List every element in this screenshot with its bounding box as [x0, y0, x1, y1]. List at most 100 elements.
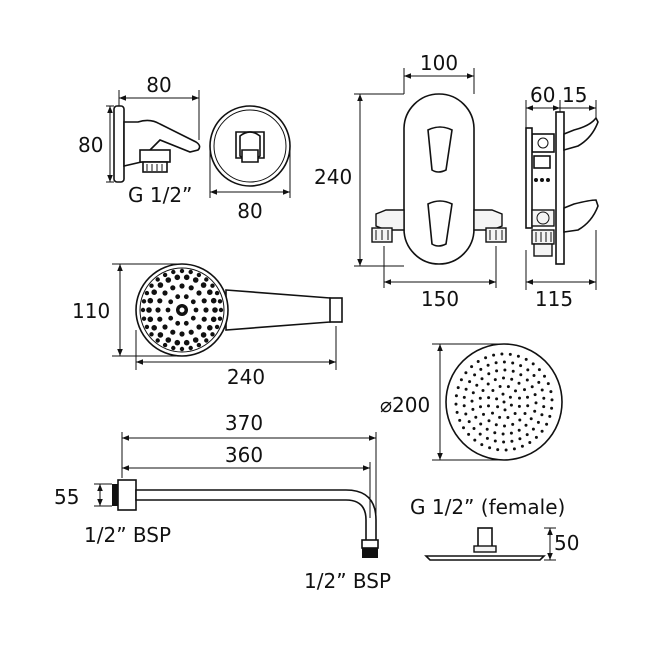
nozzle-dot — [179, 268, 185, 274]
nozzle-dot — [473, 373, 477, 377]
nozzle-dot — [526, 404, 530, 408]
nozzle-dot — [165, 307, 171, 313]
nozzle-dot — [207, 289, 213, 296]
nozzle-dot — [502, 440, 506, 444]
nozzle-dot — [526, 395, 529, 399]
shower-arm — [112, 479, 379, 558]
nozzle-dot — [479, 422, 483, 426]
wall-outlet-front-view — [209, 105, 291, 187]
arm-end-thread-label: 1/2” BSP — [304, 569, 391, 593]
nozzle-dot — [171, 269, 176, 275]
head-diameter-dimension: ⌀200 — [380, 343, 504, 461]
nozzle-dot — [454, 402, 458, 406]
nozzle-dot — [217, 316, 223, 321]
nozzle-dot — [179, 283, 185, 289]
nozzle-dot — [525, 433, 529, 437]
wall-bracket-side-view — [113, 105, 201, 183]
nozzle-dot — [492, 353, 496, 357]
handset-head-dimension: 110 — [72, 263, 182, 357]
nozzle-dot — [151, 289, 157, 296]
nozzle-dot — [190, 315, 196, 321]
handset-length-dimension: 240 — [135, 326, 337, 389]
nozzle-dot — [171, 345, 176, 351]
nozzle-dot — [474, 415, 478, 419]
nozzle-dot — [543, 374, 546, 378]
nozzle-dot — [168, 315, 174, 321]
valve-side-width-label: 115 — [535, 287, 573, 311]
nozzle-dot — [467, 432, 471, 436]
nozzle-dot — [464, 387, 468, 391]
nozzle-dot — [517, 428, 521, 432]
nozzle-dot — [204, 338, 209, 343]
nozzle-dot — [494, 361, 498, 365]
nozzle-dot — [183, 274, 190, 281]
nozzle-dot — [149, 283, 154, 288]
valve-plate-width-label: 150 — [421, 287, 459, 311]
nozzle-dot — [218, 307, 224, 313]
nozzle-dot — [174, 339, 181, 346]
nozzle-dot — [518, 437, 522, 441]
nozzle-dot — [480, 443, 484, 447]
nozzle-dot — [503, 408, 507, 412]
nozzle-dot — [510, 439, 514, 443]
nozzle-dot — [464, 412, 468, 416]
valve-height-dimension: 240 — [314, 93, 404, 267]
nozzle-dot — [192, 277, 199, 283]
nozzle-dot — [508, 352, 512, 356]
nozzle-dot — [514, 389, 517, 393]
nozzle-dot — [498, 385, 502, 388]
nozzle-dot — [517, 404, 521, 408]
nozzle-dot — [140, 307, 146, 313]
nozzle-dot — [207, 325, 213, 331]
arm-flange-label: 55 — [54, 485, 79, 509]
bracket-height-dimension: 80 — [78, 105, 114, 183]
nozzle-dot — [516, 354, 520, 358]
nozzle-dot — [458, 418, 462, 422]
nozzle-dot — [183, 320, 189, 326]
nozzle-dot — [192, 337, 199, 343]
nozzle-dot — [196, 342, 202, 348]
arm-wall-thread-label: 1/2” BSP — [84, 523, 171, 547]
nozzle-dot — [496, 405, 500, 409]
nozzle-dot — [144, 324, 150, 330]
nozzle-dot — [162, 272, 168, 278]
arm-inner-length-label: 360 — [225, 443, 263, 467]
nozzle-dot — [462, 395, 466, 399]
nozzle-dot — [467, 420, 471, 424]
nozzle-dot — [510, 377, 514, 381]
bracket-height-label: 80 — [78, 133, 103, 157]
nozzle-dot — [530, 385, 534, 389]
nozzle-dot — [548, 414, 552, 418]
outlet-diameter-label: 80 — [237, 199, 262, 223]
nozzle-dot — [526, 368, 530, 372]
valve-depth-a-label: 60 — [530, 83, 555, 107]
nozzle-dot — [210, 297, 217, 304]
nozzle-dot — [193, 307, 199, 313]
nozzle-dot — [503, 424, 506, 428]
nozzle-dot — [550, 398, 554, 402]
head-thread-label: G 1/2” (female) — [410, 495, 565, 519]
nozzle-dot — [531, 362, 535, 366]
nozzle-dot — [487, 404, 490, 408]
nozzle-dot — [175, 294, 181, 300]
arm-outer-length-dimension: 370 — [121, 411, 377, 518]
nozzle-dot — [506, 416, 510, 419]
nozzle-dot — [147, 316, 154, 323]
nozzle-dot — [157, 282, 164, 288]
nozzle-dot — [470, 365, 474, 369]
bracket-thread-label: G 1/2” — [128, 183, 192, 207]
nozzle-dot — [201, 316, 207, 322]
nozzle-dot — [478, 396, 482, 400]
nozzle-dot — [528, 441, 532, 444]
nozzle-dot — [531, 427, 535, 431]
nozzle-dot — [533, 409, 537, 413]
nozzle-dot — [151, 325, 157, 331]
nozzle-dot — [147, 297, 154, 304]
nozzle-dot — [165, 277, 172, 283]
nozzle-dot — [459, 378, 463, 382]
nozzle-dot — [210, 316, 217, 323]
nozzle-dot — [462, 426, 465, 430]
nozzle-dot — [162, 290, 168, 296]
nozzle-dot — [517, 381, 521, 385]
nozzle-dot — [513, 412, 517, 415]
